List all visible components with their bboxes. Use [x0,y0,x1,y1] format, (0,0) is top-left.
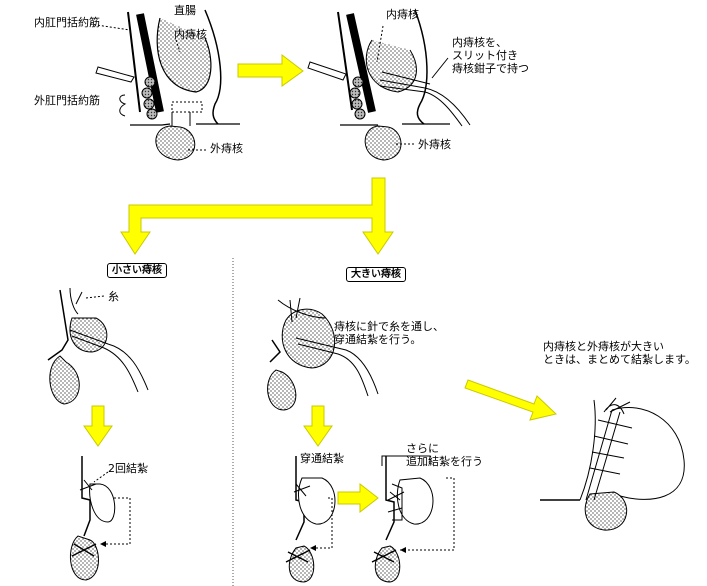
clamp-panel [307,9,471,161]
label-large-hemorrhoid: 大きい痔核 [346,267,406,282]
label-thread: 糸 [108,290,119,303]
additional-ligation-panel [371,455,455,583]
label-clamp-note: 内痔核を、 スリット付き 痔核鉗子で持つ [452,36,529,75]
anatomy-panel [89,9,240,161]
arrow-down-small [83,405,113,447]
label-additional-ligation: さらに 追加結紮を行う [406,442,483,468]
label-internal-hemorrhoid-1: 内痔核 [174,28,207,41]
label-external-hemorrhoid-1: 外痔核 [210,142,243,155]
label-internal-sphincter: 内肛門括約筋 [34,16,100,29]
label-small-hemorrhoid: 小さい痔核 [107,263,167,278]
label-rectum: 直腸 [174,4,196,17]
label-external-sphincter: 外肛門括約筋 [34,94,100,107]
arrow-down-large [303,405,333,447]
combined-ligation-panel [540,397,685,531]
small-ligated-panel [69,456,131,581]
label-external-hemorrhoid-2: 外痔核 [418,138,451,151]
large-hemorrhoid-panel [267,297,379,411]
label-both-large-note: 内痔核と外痔核が大きい ときは、まとめて結紮します。 [543,340,696,366]
label-needle-note: 痔核に針で糸を通し、 穿通結紮を行う。 [334,320,444,346]
arrow-right-2 [337,482,379,514]
arrow-split [120,177,394,255]
label-double-ligation: 2回結紮 [108,462,148,475]
arrow-right-1 [237,53,304,87]
arrow-diagonal [464,379,558,421]
small-hemorrhoid-panel [47,287,149,405]
label-internal-hemorrhoid-2: 内痔核 [386,8,419,21]
through-ligation-panel [285,456,336,583]
label-through-ligation: 穿通結紮 [300,452,344,465]
